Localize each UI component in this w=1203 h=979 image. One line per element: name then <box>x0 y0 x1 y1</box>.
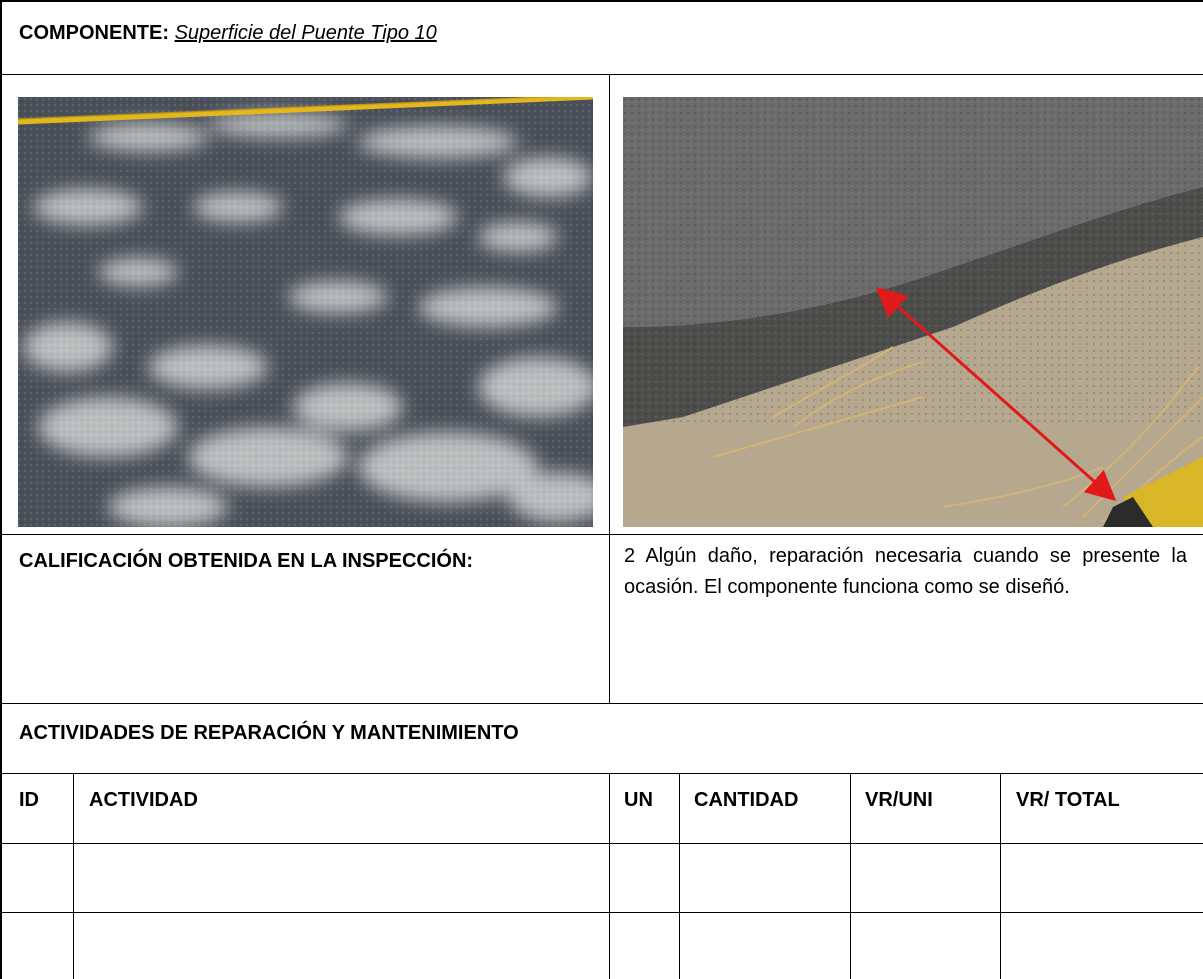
rule-below-rating <box>0 703 1203 704</box>
rule-below-photos <box>0 534 1203 535</box>
border-top <box>0 0 1203 2</box>
col-header-vr-uni: VR/UNI <box>865 789 933 811</box>
damaged-road-edge-photo <box>623 97 1203 527</box>
rule-col-id <box>73 773 74 979</box>
componente-header: COMPONENTE: Superficie del Puente Tipo 1… <box>19 18 437 48</box>
rating-value: 2 Algún daño, reparación necesaria cuand… <box>624 545 1187 598</box>
asphalt-road-surface-photo <box>18 97 593 527</box>
rule-below-activities-title <box>0 773 1203 774</box>
col-header-cantidad: CANTIDAD <box>694 789 799 811</box>
col-header-un: UN <box>624 789 653 811</box>
rule-col-vruni <box>1000 773 1001 979</box>
rule-below-header <box>0 74 1203 75</box>
col-header-vr-total: VR/ TOTAL <box>1016 789 1120 811</box>
rule-below-row-1 <box>0 912 1203 913</box>
rule-col-cantidad <box>850 773 851 979</box>
componente-label: COMPONENTE: <box>19 22 169 44</box>
rule-photo-divider <box>609 74 610 704</box>
componente-value: Superficie del Puente Tipo 10 <box>174 22 437 44</box>
rating-label: CALIFICACIÓN OBTENIDA EN LA INSPECCIÓN: <box>19 550 474 572</box>
activities-title: ACTIVIDADES DE REPARACIÓN Y MANTENIMIENT… <box>19 722 519 744</box>
border-left <box>0 0 2 979</box>
col-header-id: ID <box>19 789 39 811</box>
rule-below-column-headers <box>0 843 1203 844</box>
rule-col-actividad <box>609 773 610 979</box>
col-header-actividad: ACTIVIDAD <box>89 789 198 811</box>
rule-col-un <box>679 773 680 979</box>
